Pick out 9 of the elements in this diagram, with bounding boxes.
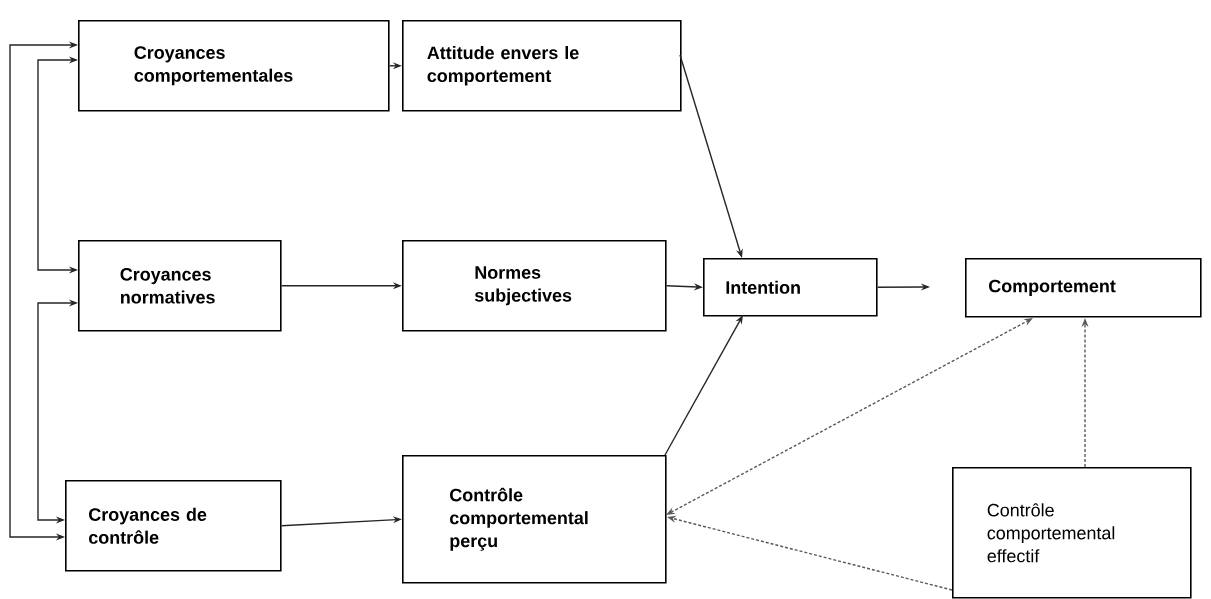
process-box: Contrôle comportemental perçu [402,455,667,584]
process-box: Comportement [965,258,1202,318]
process-box: Intention [703,258,878,317]
process-box: Attitude envers le comportement [402,20,682,112]
process-box: Contrôle comportemental effectif [952,467,1192,599]
process-box: Normes subjectives [402,240,667,332]
process-box: Croyances de contrôle [65,480,282,572]
process-box: Croyances comportementales [78,20,390,112]
process-box: Croyances normatives [78,240,282,332]
